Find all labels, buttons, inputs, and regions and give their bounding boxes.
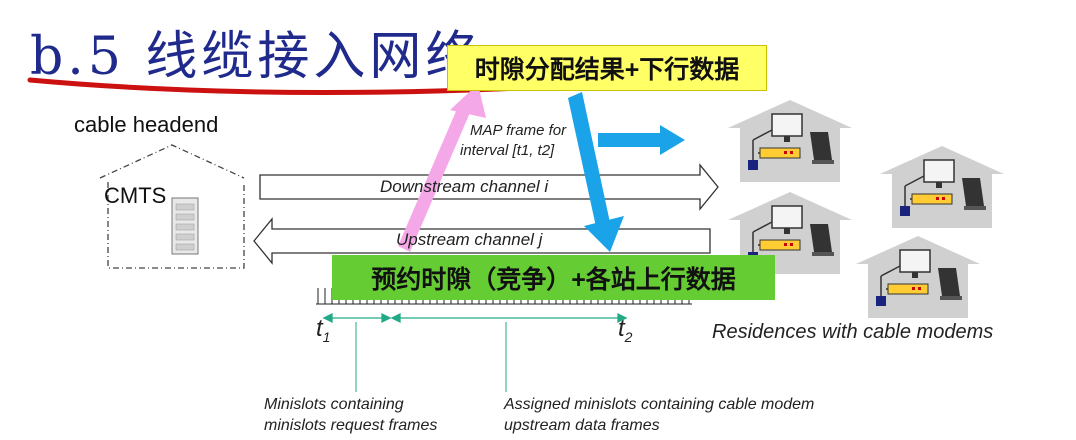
- upstream-label: Upstream channel j: [396, 230, 543, 249]
- residence-house: [728, 192, 852, 274]
- t2-label: t2: [618, 315, 633, 345]
- map-frame-label-line2: interval [t1, t2]: [460, 142, 555, 159]
- residences: [728, 100, 1004, 318]
- headend-label: cable headend: [74, 112, 219, 137]
- headend-house: [99, 144, 245, 269]
- cmts-label: CMTS: [104, 183, 167, 208]
- map-frame-label-line1: MAP frame for: [470, 122, 567, 139]
- upstream-pink-arrow: [398, 84, 486, 252]
- minislots-request-label: Minislots containing minislots request f…: [264, 396, 438, 434]
- residence-house: [880, 146, 1004, 228]
- downstream-label: Downstream channel i: [380, 177, 549, 196]
- title-underline: [27, 77, 523, 95]
- cmts-server-icon: [171, 197, 199, 255]
- minislots-assigned-label: Assigned minislots containing cable mode…: [504, 396, 815, 434]
- residences-label: Residences with cable modems: [712, 321, 994, 343]
- upstream-callout: 预约时隙（竞争）+各站上行数据: [332, 255, 775, 300]
- residence-house: [856, 236, 980, 318]
- minislot-intervals: [322, 312, 628, 392]
- page-title: b.5 线缆接入网络: [30, 27, 482, 87]
- downstream-callout: 时隙分配结果+下行数据: [447, 45, 767, 91]
- t1-label: t1: [316, 315, 331, 345]
- downstream-blue-arrow: [568, 92, 624, 252]
- residence-house: [728, 100, 852, 182]
- map-frame-blue-arrow: [598, 125, 685, 155]
